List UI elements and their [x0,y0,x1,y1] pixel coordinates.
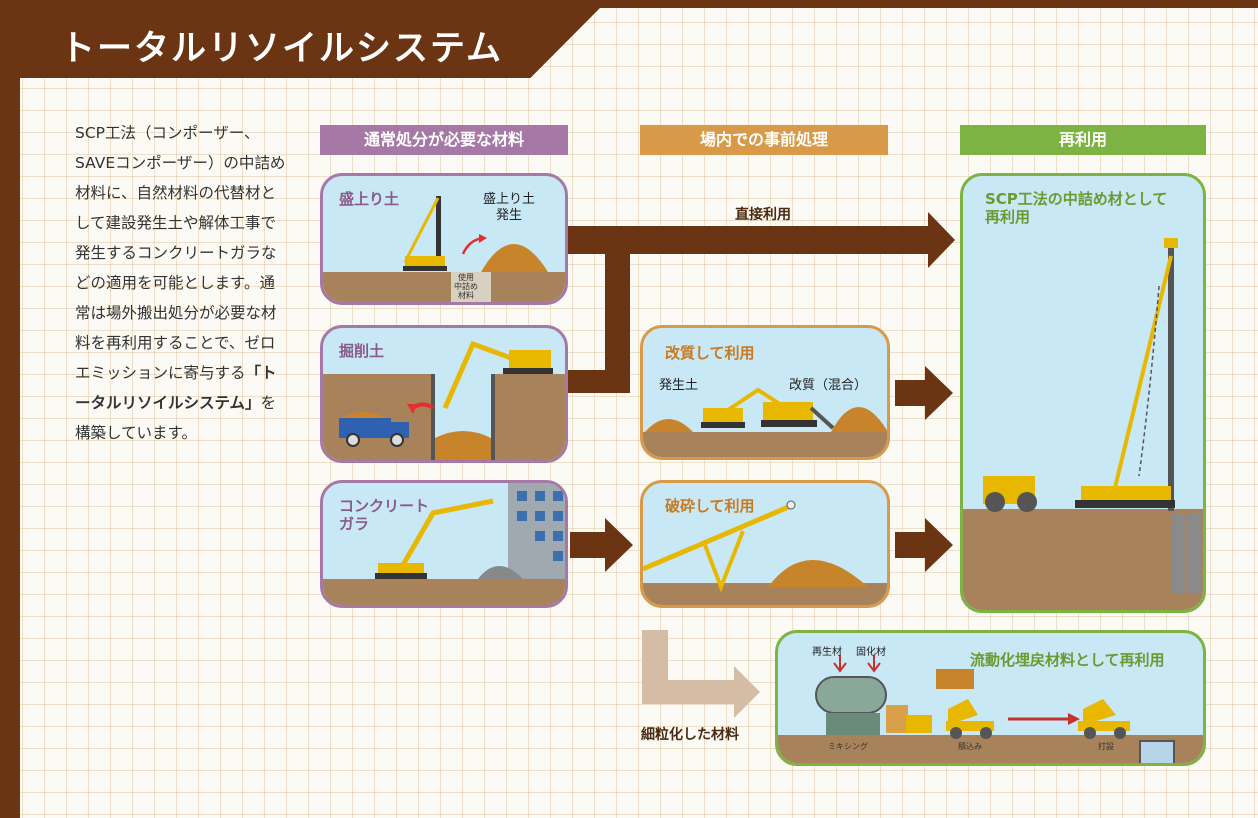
card-kaishitsu-left: 発生土 [659,378,699,393]
page-title: トータルリソイルシステム [60,29,503,69]
card-scp: SCP工法の中詰め材として 再利用 [960,173,1206,613]
fine-material-label: 細粒化した材料 [641,727,739,743]
card-ryudo-step1: ミキシング [828,742,868,751]
card-hasai-label: 破砕して利用 [665,497,755,515]
card-morido-label: 盛上り土 [339,190,400,208]
card-scp-label: SCP工法の中詰め材として 再利用 [985,190,1168,226]
direct-use-label: 直接利用 [735,207,791,223]
card-ryudo-koka: 固化材 [856,647,886,658]
card-morido-sub: 盛上り土 発生 [483,192,536,223]
top-border [0,0,1258,8]
fine-material-arrow [642,630,760,718]
intro-text-2: を構築しています。 [75,394,277,442]
arrow-hasai [895,518,953,572]
card-hasai: 破砕して利用 [640,480,890,608]
title-banner [20,8,600,78]
arrow-concrete [570,518,633,572]
card-morido-fill: 使用 中詰め 材料 [454,273,478,300]
card-ryudo-saisei: 再生材 [812,647,842,658]
card-ryudo-step3: 打設 [1098,742,1114,751]
intro-paragraph: SCP工法（コンポーザー、SAVEコンポーザー）の中詰め材料に、自然材料の代替材… [75,118,287,448]
intro-text-1: SCP工法（コンポーザー、SAVEコンポーザー）の中詰め材料に、自然材料の代替材… [75,124,286,382]
header-preprocess: 場内での事前処理 [640,125,888,155]
header-reuse: 再利用 [960,125,1206,155]
card-kaishitsu: 改質して利用 発生土 改質（混合） [640,325,890,460]
card-kussaku-label: 掘削土 [339,342,385,360]
arrow-kaishitsu [895,366,953,420]
card-ryudo-step2: 積込み [958,742,982,751]
header-materials: 通常処分が必要な材料 [320,125,568,155]
card-kussaku: 掘削土 [320,325,568,463]
card-kaishitsu-label: 改質して利用 [665,344,755,362]
card-kaishitsu-right: 改質（混合） [789,378,868,393]
left-border [0,0,20,818]
intro-highlight: 「トータルリソイルシステム」 [75,364,277,412]
direct-use-arrow [568,212,955,393]
card-morido: 盛上り土 盛上り土 発生 使用 中詰め 材料 [320,173,568,305]
card-ryudo-label: 流動化埋戻材料として再利用 [970,651,1165,669]
card-concrete: コンクリート ガラ [320,480,568,608]
card-concrete-label: コンクリート ガラ [339,497,430,533]
card-ryudo: 流動化埋戻材料として再利用 再生材 固化材 ミキシング 積込み 打設 [775,630,1206,766]
